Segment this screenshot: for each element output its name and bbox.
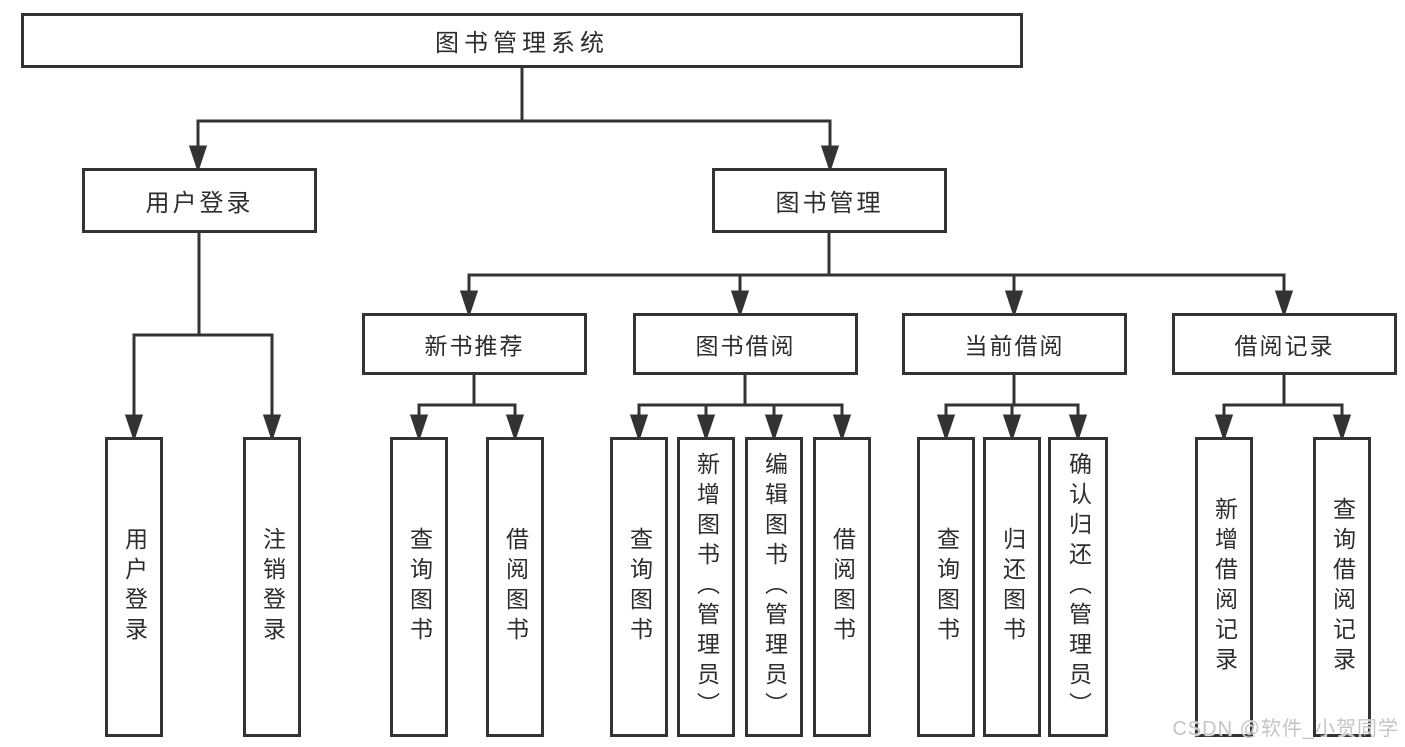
edges-current-borrowing-to-leaves [936,375,1088,442]
edges-borrow-records-to-leaves [1214,375,1352,442]
arrowhead-icon [696,414,716,442]
leaf-bb-borrow-books: 借阅图书 [813,437,871,737]
watermark: CSDN @软件_小贺同学 [1172,718,1399,740]
edges-book-management-to-level3 [459,233,1294,318]
arrowhead-icon [409,414,429,442]
arrowhead-icon [764,414,784,442]
leaf-br-query-record-label: 查询借阅记录 [1329,497,1356,677]
edges-root-to-level2 [188,68,840,173]
arrowhead-icon [262,414,282,442]
leaf-bb-borrow-books-label: 借阅图书 [829,527,856,647]
arrowhead-icon [1274,290,1294,318]
node-root: 图书管理系统 [21,13,1023,68]
node-user-login-label: 用户登录 [145,190,254,217]
leaf-br-add-record: 新增借阅记录 [1195,437,1253,737]
leaf-cb-query-books: 查询图书 [917,437,975,737]
arrowhead-icon [1004,290,1024,318]
leaf-bb-add-books-admin: 新增图书（管理员） [677,437,735,737]
arrowhead-icon [1068,414,1088,442]
leaf-cb-return-books-label: 归还图书 [999,527,1026,647]
leaf-br-query-record: 查询借阅记录 [1313,437,1371,737]
leaf-user-login: 用户登录 [105,437,163,737]
node-user-login: 用户登录 [82,168,317,233]
leaf-cb-confirm-return-admin-label: 确认归还（管理员） [1065,452,1092,722]
node-current-borrowing: 当前借阅 [902,313,1127,375]
leaf-br-add-record-label: 新增借阅记录 [1211,497,1238,677]
leaf-user-login-label: 用户登录 [121,527,148,647]
leaf-bb-add-books-admin-label: 新增图书（管理员） [693,452,720,722]
leaf-nbr-borrow-books: 借阅图书 [486,437,544,737]
arrowhead-icon [188,145,208,173]
node-book-borrowing: 图书借阅 [633,313,858,375]
arrowhead-icon [820,145,840,173]
arrowhead-icon [832,414,852,442]
edges-new-book-recommend-to-leaves [409,375,525,442]
node-current-borrowing-label: 当前借阅 [964,333,1065,359]
arrowhead-icon [1214,414,1234,442]
leaf-bb-query-books-label: 查询图书 [626,527,653,647]
leaf-bb-edit-books-admin-label: 编辑图书（管理员） [761,452,788,722]
leaf-nbr-query-books: 查询图书 [390,437,448,737]
arrowhead-icon [124,414,144,442]
node-new-book-recommend: 新书推荐 [362,313,587,375]
arrowhead-icon [629,414,649,442]
arrowhead-icon [1332,414,1352,442]
leaf-bb-query-books: 查询图书 [610,437,668,737]
leaf-nbr-borrow-books-label: 借阅图书 [502,527,529,647]
leaf-logout-label: 注销登录 [259,527,286,647]
node-book-management-label: 图书管理 [775,190,884,217]
arrowhead-icon [936,414,956,442]
node-book-management: 图书管理 [712,168,947,233]
arrowhead-icon [730,290,750,318]
leaf-logout: 注销登录 [243,437,301,737]
edges-user-login-to-leaves [124,233,282,442]
leaf-cb-return-books: 归还图书 [983,437,1041,737]
arrowhead-icon [459,290,479,318]
arrowhead-icon [505,414,525,442]
leaf-cb-confirm-return-admin: 确认归还（管理员） [1048,437,1108,737]
leaf-nbr-query-books-label: 查询图书 [406,527,433,647]
node-borrow-records: 借阅记录 [1172,313,1397,375]
node-borrow-records-label: 借阅记录 [1234,333,1335,359]
node-root-label: 图书管理系统 [435,30,609,57]
edges-book-borrowing-to-leaves [629,375,852,442]
leaf-bb-edit-books-admin: 编辑图书（管理员） [745,437,803,737]
arrowhead-icon [1002,414,1022,442]
leaf-cb-query-books-label: 查询图书 [933,527,960,647]
node-book-borrowing-label: 图书借阅 [695,333,796,359]
node-new-book-recommend-label: 新书推荐 [424,333,525,359]
